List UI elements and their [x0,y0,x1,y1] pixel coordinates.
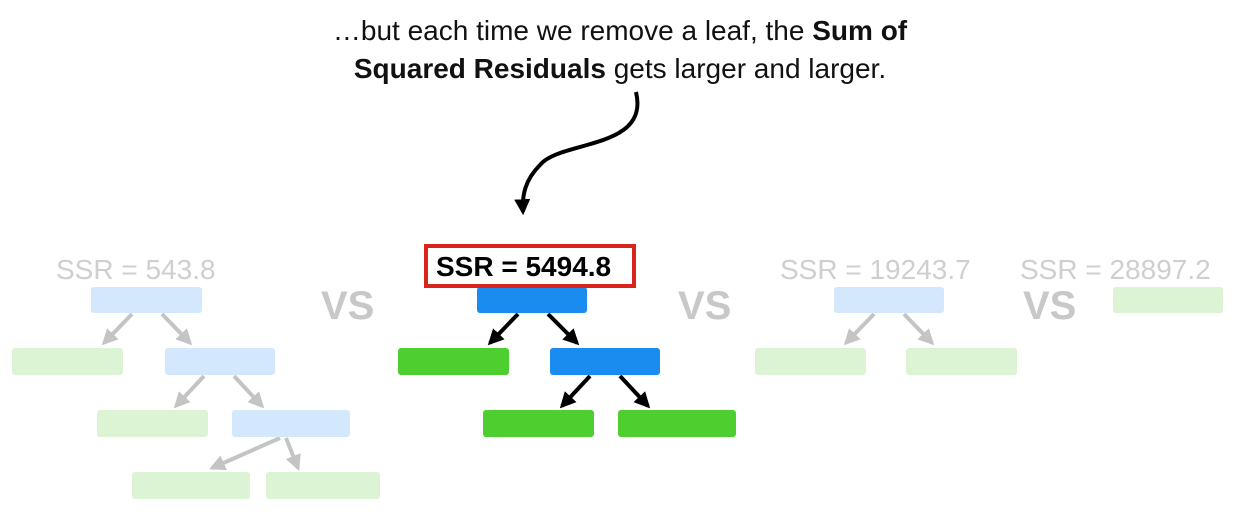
tree-2-arrow [546,312,580,346]
tree-1-leaf [266,472,380,499]
tree-1-leaf [97,410,208,437]
pointer-arrow [514,91,640,216]
tree-2-inner-node [550,348,660,375]
tree-3-arrow [843,312,876,346]
ssr-label-tree-1: SSR = 543.8 [56,254,216,285]
ssr-highlight-box [424,244,636,288]
ssr-label-tree-4: SSR = 28897.2 [1020,254,1211,285]
tree-1-arrow [160,312,193,346]
tree-2-leaf [483,410,594,437]
caption: …but each time we remove a leaf, the Sum… [200,12,1040,88]
tree-1-arrow [173,374,206,409]
tree-4-leaf [1113,287,1223,313]
tree-1-arrow [284,437,301,471]
tree-3-arrow [902,312,935,346]
tree-3 [755,287,1017,375]
tree-4 [1113,287,1223,313]
tree-1-arrow [209,436,281,471]
tree-2-leaf [618,410,736,437]
tree-2-arrow [618,374,651,409]
tree-1-root-node [91,287,202,313]
vs-label-2: VS [678,284,732,328]
caption-line2-text: gets larger and larger. [605,53,887,84]
tree-1-inner-node [232,410,350,437]
tree-1-inner-node [165,348,275,375]
tree-2-arrow [559,374,592,409]
tree-3-leaf [906,348,1017,375]
tree-2-root-node [477,287,587,313]
tree-1-arrow [101,312,134,346]
vs-label-3: VS [1023,284,1077,328]
caption-line1-text: …but each time we remove a leaf, the [332,15,813,46]
tree-3-leaf [755,348,866,375]
tree-2-arrow [487,312,520,346]
tree-2-leaf [398,348,509,375]
caption-line1-bold: Sum of [812,15,908,46]
tree-3-root-node [834,287,944,313]
tree-1-arrow [232,374,265,409]
caption-line2-bold: Squared Residuals [353,53,606,84]
tree-1 [12,287,380,499]
ssr-label-tree-3: SSR = 19243.7 [780,254,971,285]
tree-1-leaf [12,348,123,375]
tree-2 [398,287,736,437]
tree-1-leaf [132,472,250,499]
vs-label-1: VS [321,284,375,328]
ssr-label-tree-2: SSR = 5494.8 [436,251,612,282]
